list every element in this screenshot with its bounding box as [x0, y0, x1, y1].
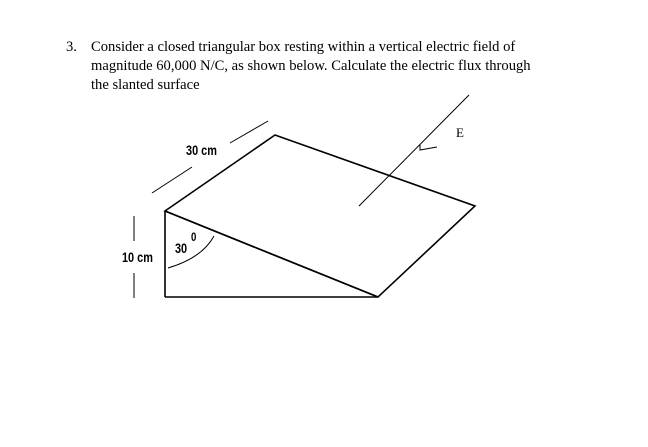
problem-text-line-1: Consider a closed triangular box resting…: [91, 39, 516, 55]
length-dimension-line-right: [229, 120, 269, 144]
length-dimension-line-left: [151, 166, 193, 194]
field-label: E: [456, 125, 464, 140]
problem-text: Consider a closed triangular box resting…: [91, 38, 601, 95]
height-label: 10 cm: [122, 250, 153, 266]
electric-field-line: [358, 94, 470, 207]
slanted-surface: [163, 134, 477, 298]
problem-text-line-3: the slanted surface: [91, 77, 200, 93]
angle-label: 30: [175, 241, 187, 257]
angle-arc: [167, 235, 215, 269]
length-label: 30 cm: [186, 143, 217, 159]
degree-mark: 0: [191, 231, 196, 244]
box-front-slant-edge: [164, 210, 379, 298]
problem-text-line-2: magnitude 60,000 N/C, as shown below. Ca…: [91, 58, 531, 74]
problem-number: 3.: [66, 39, 77, 55]
field-arrowhead-icon: [419, 145, 438, 151]
